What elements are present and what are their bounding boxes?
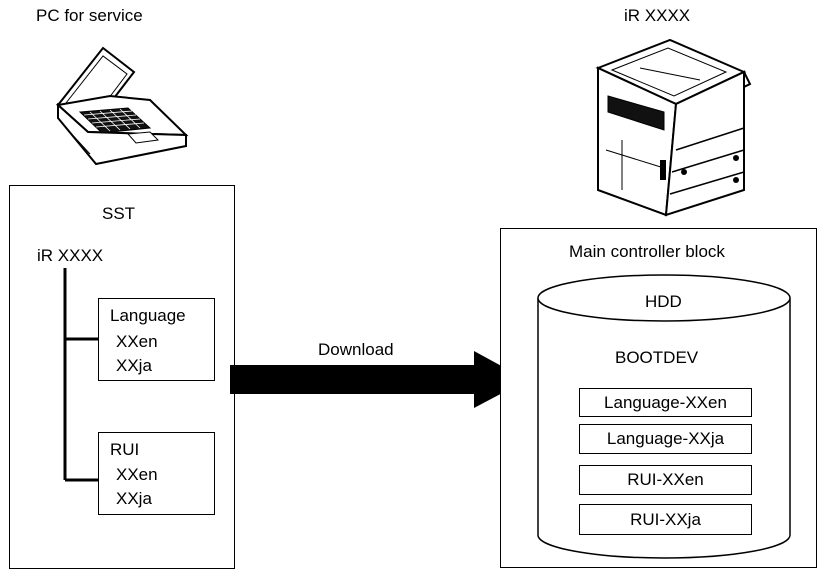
sst-title: SST	[102, 204, 136, 223]
sst-language-box	[98, 298, 215, 381]
hdd-label: HDD	[645, 292, 682, 311]
sst-rui-box	[98, 432, 215, 515]
sst-language-title: Language	[110, 306, 186, 325]
sst-language-item-xxja: XXja	[116, 356, 152, 375]
sst-rui-title: RUI	[110, 440, 140, 459]
printer-title: iR XXXX	[624, 6, 691, 25]
sst-language-item-xxen: XXen	[116, 332, 158, 351]
controller-title: Main controller block	[569, 242, 725, 261]
pc-title: PC for service	[36, 6, 143, 25]
bootdev-item-language-xxen: Language-XXen	[579, 388, 752, 417]
sst-root-label: iR XXXX	[37, 246, 104, 265]
download-label: Download	[318, 340, 394, 359]
bootdev-item-rui-xxen: RUI-XXen	[579, 465, 752, 495]
bootdev-label: BOOTDEV	[615, 348, 699, 367]
sst-rui-item-xxen: XXen	[116, 465, 158, 484]
sst-rui-item-xxja: XXja	[116, 489, 152, 508]
bootdev-item-rui-xxja: RUI-XXja	[579, 504, 752, 535]
bootdev-item-language-xxja: Language-XXja	[579, 424, 752, 454]
